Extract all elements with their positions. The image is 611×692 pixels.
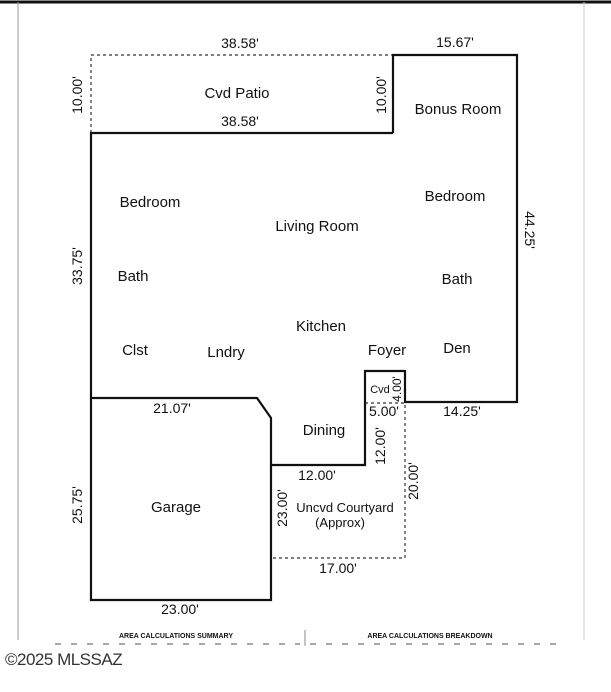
- dim-garage-left: 25.75': [69, 486, 85, 524]
- clst-label: Clst: [122, 342, 149, 359]
- dim-cvd-height: 4.00': [390, 376, 404, 402]
- garage-outline: [89, 398, 273, 602]
- dim-dining-bottom: 12.00': [298, 467, 336, 483]
- dim-garage-bottom: 23.00': [161, 601, 199, 617]
- dim-garage-top: 21.07': [153, 400, 191, 416]
- dim-courtyard-bottom: 17.00': [319, 560, 357, 576]
- bedroom-left-label: Bedroom: [120, 194, 181, 211]
- dim-patio-top: 38.58': [221, 35, 259, 51]
- dim-den-bottom: 14.25': [443, 403, 481, 419]
- kitchen-label: Kitchen: [296, 318, 346, 335]
- den-label: Den: [443, 340, 471, 357]
- courtyard-label-line2: (Approx): [315, 515, 365, 530]
- house-outline: [89, 53, 519, 467]
- copyright-notice: ©2025 MLSSAZ: [5, 650, 123, 669]
- dim-dining-right: 12.00': [372, 427, 388, 465]
- footer-strip: [0, 646, 611, 692]
- foyer-label: Foyer: [368, 342, 406, 359]
- cvd-label: Cvd: [370, 384, 390, 396]
- bonus-room-label: Bonus Room: [415, 101, 502, 118]
- living-room-label: Living Room: [275, 218, 358, 235]
- garage-label: Garage: [151, 499, 201, 516]
- bath-left-label: Bath: [118, 268, 149, 285]
- cvd-patio-label: Cvd Patio: [204, 85, 269, 102]
- dim-patio-left: 10.00': [69, 76, 85, 114]
- dim-house-right: 44.25': [522, 211, 538, 249]
- patio-outline: [90, 54, 393, 133]
- bedroom-right-label: Bedroom: [425, 188, 486, 205]
- dim-house-left: 33.75': [69, 247, 85, 285]
- dim-bonus-top: 15.67': [436, 34, 474, 50]
- summary-right-title: AREA CALCULATIONS BREAKDOWN: [367, 633, 492, 640]
- bath-right-label: Bath: [442, 271, 473, 288]
- summary-left-title: AREA CALCULATIONS SUMMARY: [119, 633, 233, 640]
- dim-patio-bottom: 38.58': [221, 113, 259, 129]
- dim-patio-right: 10.00': [373, 76, 389, 114]
- dim-garage-right: 23.00': [274, 489, 290, 527]
- dining-label: Dining: [303, 422, 346, 439]
- dim-cvd-width: 5.00': [369, 403, 399, 419]
- courtyard-label-line1: Uncvd Courtyard: [296, 500, 394, 515]
- courtyard-outline: [271, 402, 406, 559]
- dim-courtyard-right: 20.00': [405, 462, 421, 500]
- lndry-label: Lndry: [207, 344, 245, 361]
